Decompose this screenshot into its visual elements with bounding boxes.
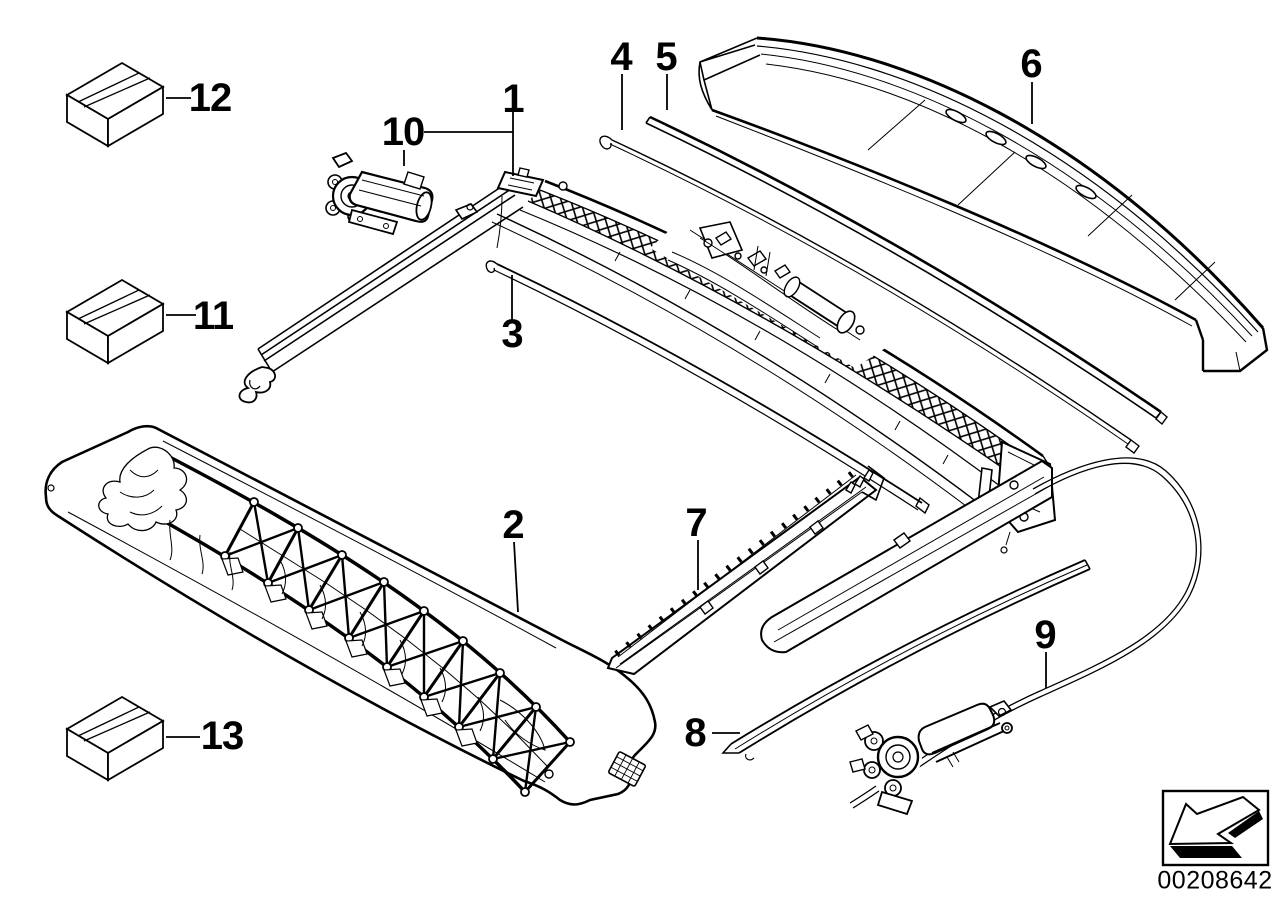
- part-13-kit-box-drawing: [66, 696, 164, 781]
- callout-leader-lines: [166, 74, 1047, 738]
- part-6-rear-panel-drawing: [698, 36, 1269, 373]
- part-11-kit-box-drawing: [66, 279, 164, 364]
- callout-6[interactable]: 6: [1020, 42, 1042, 86]
- callout-3[interactable]: 3: [501, 312, 523, 356]
- part-3-bow-strip-drawing: [485, 260, 930, 515]
- guide-rail-drawing: [760, 459, 1053, 654]
- callout-11[interactable]: 11: [192, 294, 234, 338]
- callout-10[interactable]: 10: [381, 110, 425, 154]
- part-7-toothed-rail-drawing: [606, 465, 885, 676]
- callout-9[interactable]: 9: [1034, 613, 1056, 657]
- callout-4[interactable]: 4: [610, 35, 632, 79]
- part-5-seal-strip-drawing: [645, 115, 1168, 426]
- part-1-frame-drawing: [238, 167, 1057, 554]
- part-10-drive-motor-drawing: [325, 151, 434, 236]
- callout-2[interactable]: 2: [502, 503, 524, 547]
- callout-13[interactable]: 13: [200, 714, 244, 758]
- callout-1[interactable]: 1: [502, 77, 524, 121]
- rear-drive-motor-drawing: [849, 700, 1013, 816]
- callout-7[interactable]: 7: [685, 501, 707, 545]
- callout-5[interactable]: 5: [655, 35, 677, 79]
- part-12-kit-box-drawing: [66, 62, 164, 147]
- part-4-seal-strip-drawing: [599, 135, 1140, 454]
- callout-8[interactable]: 8: [684, 711, 706, 755]
- part-8-strip-drawing: [721, 559, 1091, 761]
- direction-arrow-icon: [1161, 789, 1270, 867]
- drawing-number: 00208642: [1157, 866, 1273, 895]
- callout-12[interactable]: 12: [188, 76, 232, 120]
- part-2-shelf-panel-drawing: [44, 424, 657, 806]
